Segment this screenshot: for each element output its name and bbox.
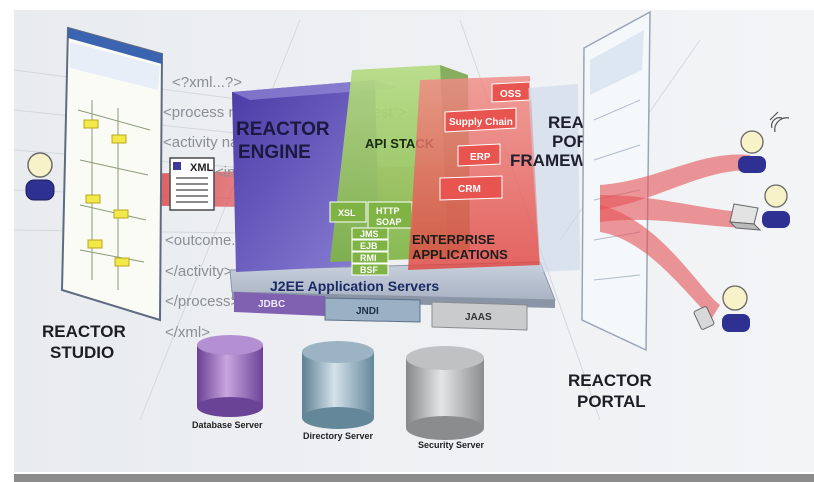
api-item-rmi: RMI [360,253,377,263]
database-server: Database Server [192,335,263,430]
api-item-soap: SOAP [376,217,402,227]
connector-jdbc: JDBC [258,299,285,310]
code-line: <outcome... [165,232,244,249]
code-line: </activity> [165,263,233,280]
api-item-bsf: BSF [360,265,379,275]
code-line: </xml> [165,324,210,341]
enterprise-title-line2: APPLICATIONS [412,247,508,262]
security-server-label: Security Server [418,440,485,450]
footer-bar [14,474,814,482]
studio-label-line2: STUDIO [50,343,114,362]
connector-jndi: JNDI [356,306,379,317]
xml-card-label: XML [190,162,214,174]
portal-user-laptop [728,184,790,231]
portal-label-line2: PORTAL [577,392,646,411]
api-item-xsl: XSL [338,208,356,218]
database-server-label: Database Server [192,420,263,430]
api-item-http: HTTP [376,206,400,216]
connectors: JDBC JNDI JAAS [234,292,528,331]
enterprise-item-supply-chain: Supply Chain [449,117,513,128]
portal-label-line1: REACTOR [568,371,652,390]
engine-title-line2: ENGINE [238,142,311,163]
api-item-ejb: EJB [360,241,378,251]
enterprise-title-line1: ENTERPRISE [412,232,495,247]
studio-user-icon [25,152,55,201]
portal-user-pda [693,285,750,332]
enterprise-item-oss: OSS [500,89,521,100]
code-line: <?xml...?> [172,74,242,91]
studio-label-line1: REACTOR [42,322,126,341]
studio-screen [60,26,164,322]
security-server: Security Server [406,346,485,450]
api-item-jms: JMS [360,229,379,239]
directory-server-label: Directory Server [303,431,374,441]
enterprise-apps-block: OSS Supply Chain ERP CRM ENTERPRISE APPL… [408,76,540,270]
portal-screen [581,10,651,352]
portal-user-phone [738,111,790,173]
code-line: </process> [165,293,239,310]
enterprise-item-crm: CRM [458,184,481,195]
app-servers-label: J2EE Application Servers [270,278,439,294]
engine-title-line1: REACTOR [236,119,330,140]
connector-jaas: JAAS [465,312,492,323]
data-flow-beams-right [600,154,755,318]
xml-file-card: XML [169,157,215,211]
enterprise-item-erp: ERP [470,152,491,163]
directory-server: Directory Server [302,341,374,441]
